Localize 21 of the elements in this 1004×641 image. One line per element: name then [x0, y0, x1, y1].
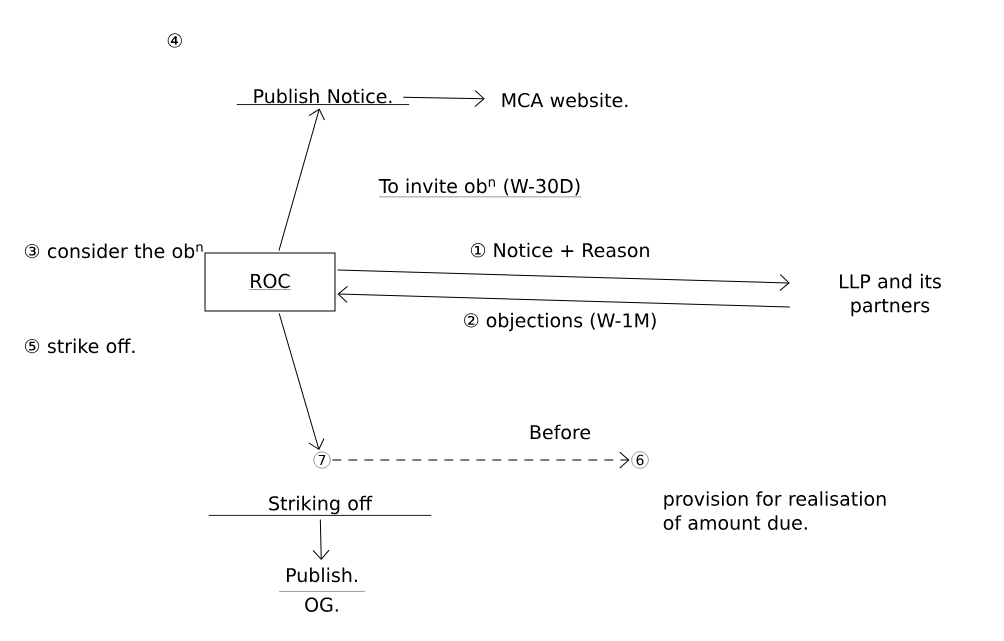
edge-label: To invite ob$^{n}$ (W-30D) — [376, 176, 584, 200]
arrow — [402, 90, 485, 107]
party-text: LLP and its partners — [840, 273, 941, 317]
arrow — [331, 451, 630, 469]
arrow — [278, 108, 325, 252]
process-box: ROC — [204, 252, 336, 312]
step-number: 6 — [631, 451, 649, 469]
arrow — [337, 285, 791, 308]
note-text: ③ consider the ob$^{n}$ — [24, 243, 203, 259]
arrow — [337, 269, 790, 292]
destination-text: MCA website. — [502, 92, 628, 108]
arrow — [278, 312, 325, 450]
callout-number: ④ — [167, 33, 182, 48]
note-text: provision for realisation of amount due. — [663, 491, 886, 530]
step-number: 7 — [313, 451, 331, 469]
step-text: Publish Notice. — [236, 88, 410, 105]
edge-label: ② objections (W-1M) — [460, 310, 660, 334]
step-text: Publish. OG. — [278, 567, 366, 612]
arrow — [312, 518, 330, 560]
step-text: Striking off — [208, 495, 432, 516]
note-text: ⑤ strike off. — [24, 338, 135, 354]
